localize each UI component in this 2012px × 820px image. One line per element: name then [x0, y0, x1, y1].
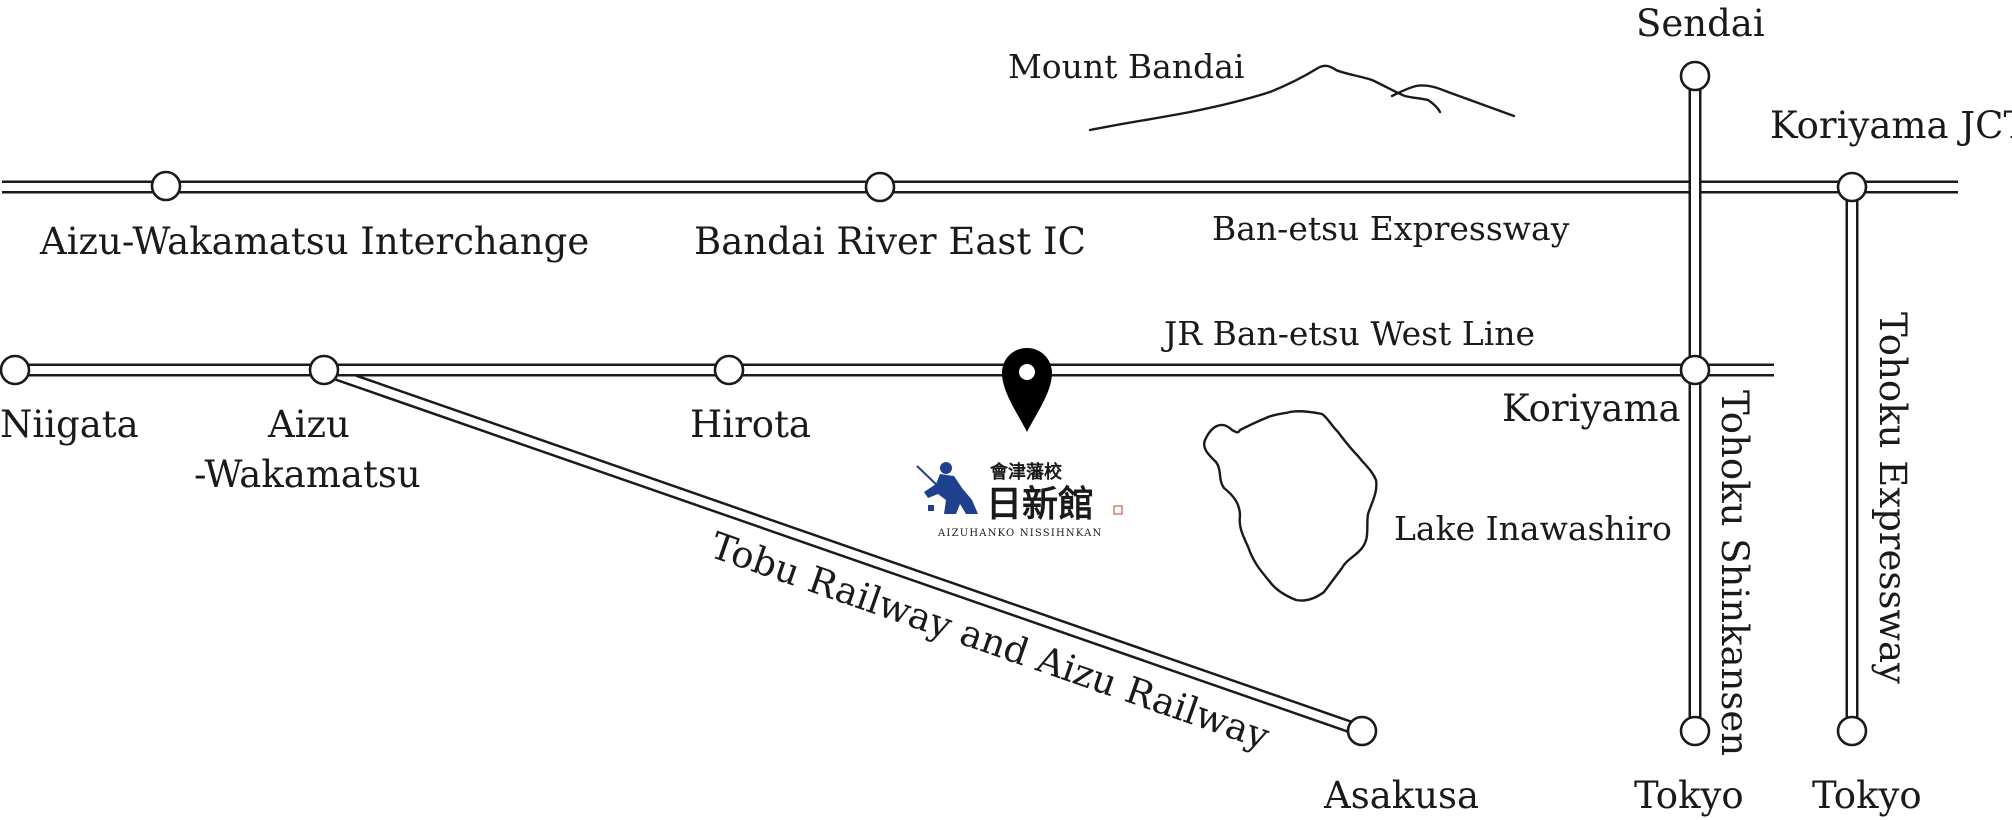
ban-etsu-expressway-label: Ban-etsu Expressway: [1212, 209, 1570, 248]
ban-etsu-expressway: Aizu-Wakamatsu Interchange Bandai River …: [2, 170, 1958, 263]
hirota-label: Hirota: [690, 403, 811, 446]
mount-bandai-label: Mount Bandai: [1008, 47, 1244, 86]
tobu-railway-label: Tobu Railway and Aizu Railway: [705, 524, 1275, 758]
aizu-wakamatsu-node: [308, 354, 340, 386]
logo-seal: [1113, 505, 1123, 515]
lake-inawashiro-label: Lake Inawashiro: [1394, 509, 1672, 548]
logo-jp-main: 日新館: [986, 483, 1094, 525]
mountain-outline-ridge: [1390, 84, 1516, 118]
koriyama-label: Koriyama: [1502, 387, 1681, 430]
logo-en: AIZUHANKO NISSIHNKAN: [937, 528, 1103, 539]
aizu-wakamatsu-ic-label: Aizu-Wakamatsu Interchange: [39, 220, 589, 263]
expressway-tokyo-label: Tokyo: [1812, 774, 1922, 817]
jr-ban-etsu-west-line: Niigata Aizu -Wakamatsu Hirota Koriyama …: [0, 314, 1774, 496]
koriyama-jct-node: [1836, 171, 1868, 203]
logo-jp-top: 會津藩校: [990, 461, 1063, 483]
tohoku-expressway-label: Tohoku Expressway: [1871, 312, 1914, 684]
bandai-river-east-ic-node: [864, 171, 896, 203]
wakamatsu-label: -Wakamatsu: [194, 453, 421, 496]
lake-outline: [1202, 409, 1378, 602]
sendai-node: [1679, 60, 1711, 92]
aizu-label: Aizu: [267, 403, 350, 446]
tohoku-shinkansen: Sendai Tokyo Tohoku Shinkansen: [1634, 2, 1765, 817]
nisshinkan-logo: 會津藩校 日新館 AIZUHANKO NISSIHNKAN: [916, 461, 1123, 539]
tohoku-expressway: Koriyama JCT Tokyo Tohoku Expressway: [1770, 104, 2012, 817]
tohoku-shinkansen-label: Tohoku Shinkansen: [1713, 390, 1756, 756]
koriyama-node: [1679, 354, 1711, 386]
koriyama-jct-label: Koriyama JCT: [1770, 104, 2012, 147]
hirota-node: [713, 354, 745, 386]
aizu-wakamatsu-ic-node: [150, 170, 182, 202]
tobu-aizu-railway: Asakusa Tobu Railway and Aizu Railway: [321, 363, 1479, 817]
samurai-icon: [916, 462, 978, 514]
shinkansen-tokyo-node: [1679, 715, 1711, 747]
niigata-node: [0, 354, 31, 386]
destination-marker[interactable]: [1002, 348, 1052, 432]
mount-bandai: Mount Bandai: [1008, 47, 1516, 132]
mountain-outline: [1088, 64, 1442, 132]
sendai-label: Sendai: [1636, 2, 1765, 45]
location-pin-icon[interactable]: [1002, 348, 1052, 432]
jr-line-label: JR Ban-etsu West Line: [1161, 314, 1535, 353]
shinkansen-tokyo-label: Tokyo: [1634, 774, 1744, 817]
niigata-label: Niigata: [0, 403, 139, 446]
lake-inawashiro: Lake Inawashiro: [1202, 409, 1672, 602]
expressway-tokyo-node: [1836, 715, 1868, 747]
asakusa-label: Asakusa: [1323, 774, 1479, 817]
asakusa-node: [1346, 715, 1378, 747]
bandai-river-east-ic-label: Bandai River East IC: [694, 220, 1086, 263]
